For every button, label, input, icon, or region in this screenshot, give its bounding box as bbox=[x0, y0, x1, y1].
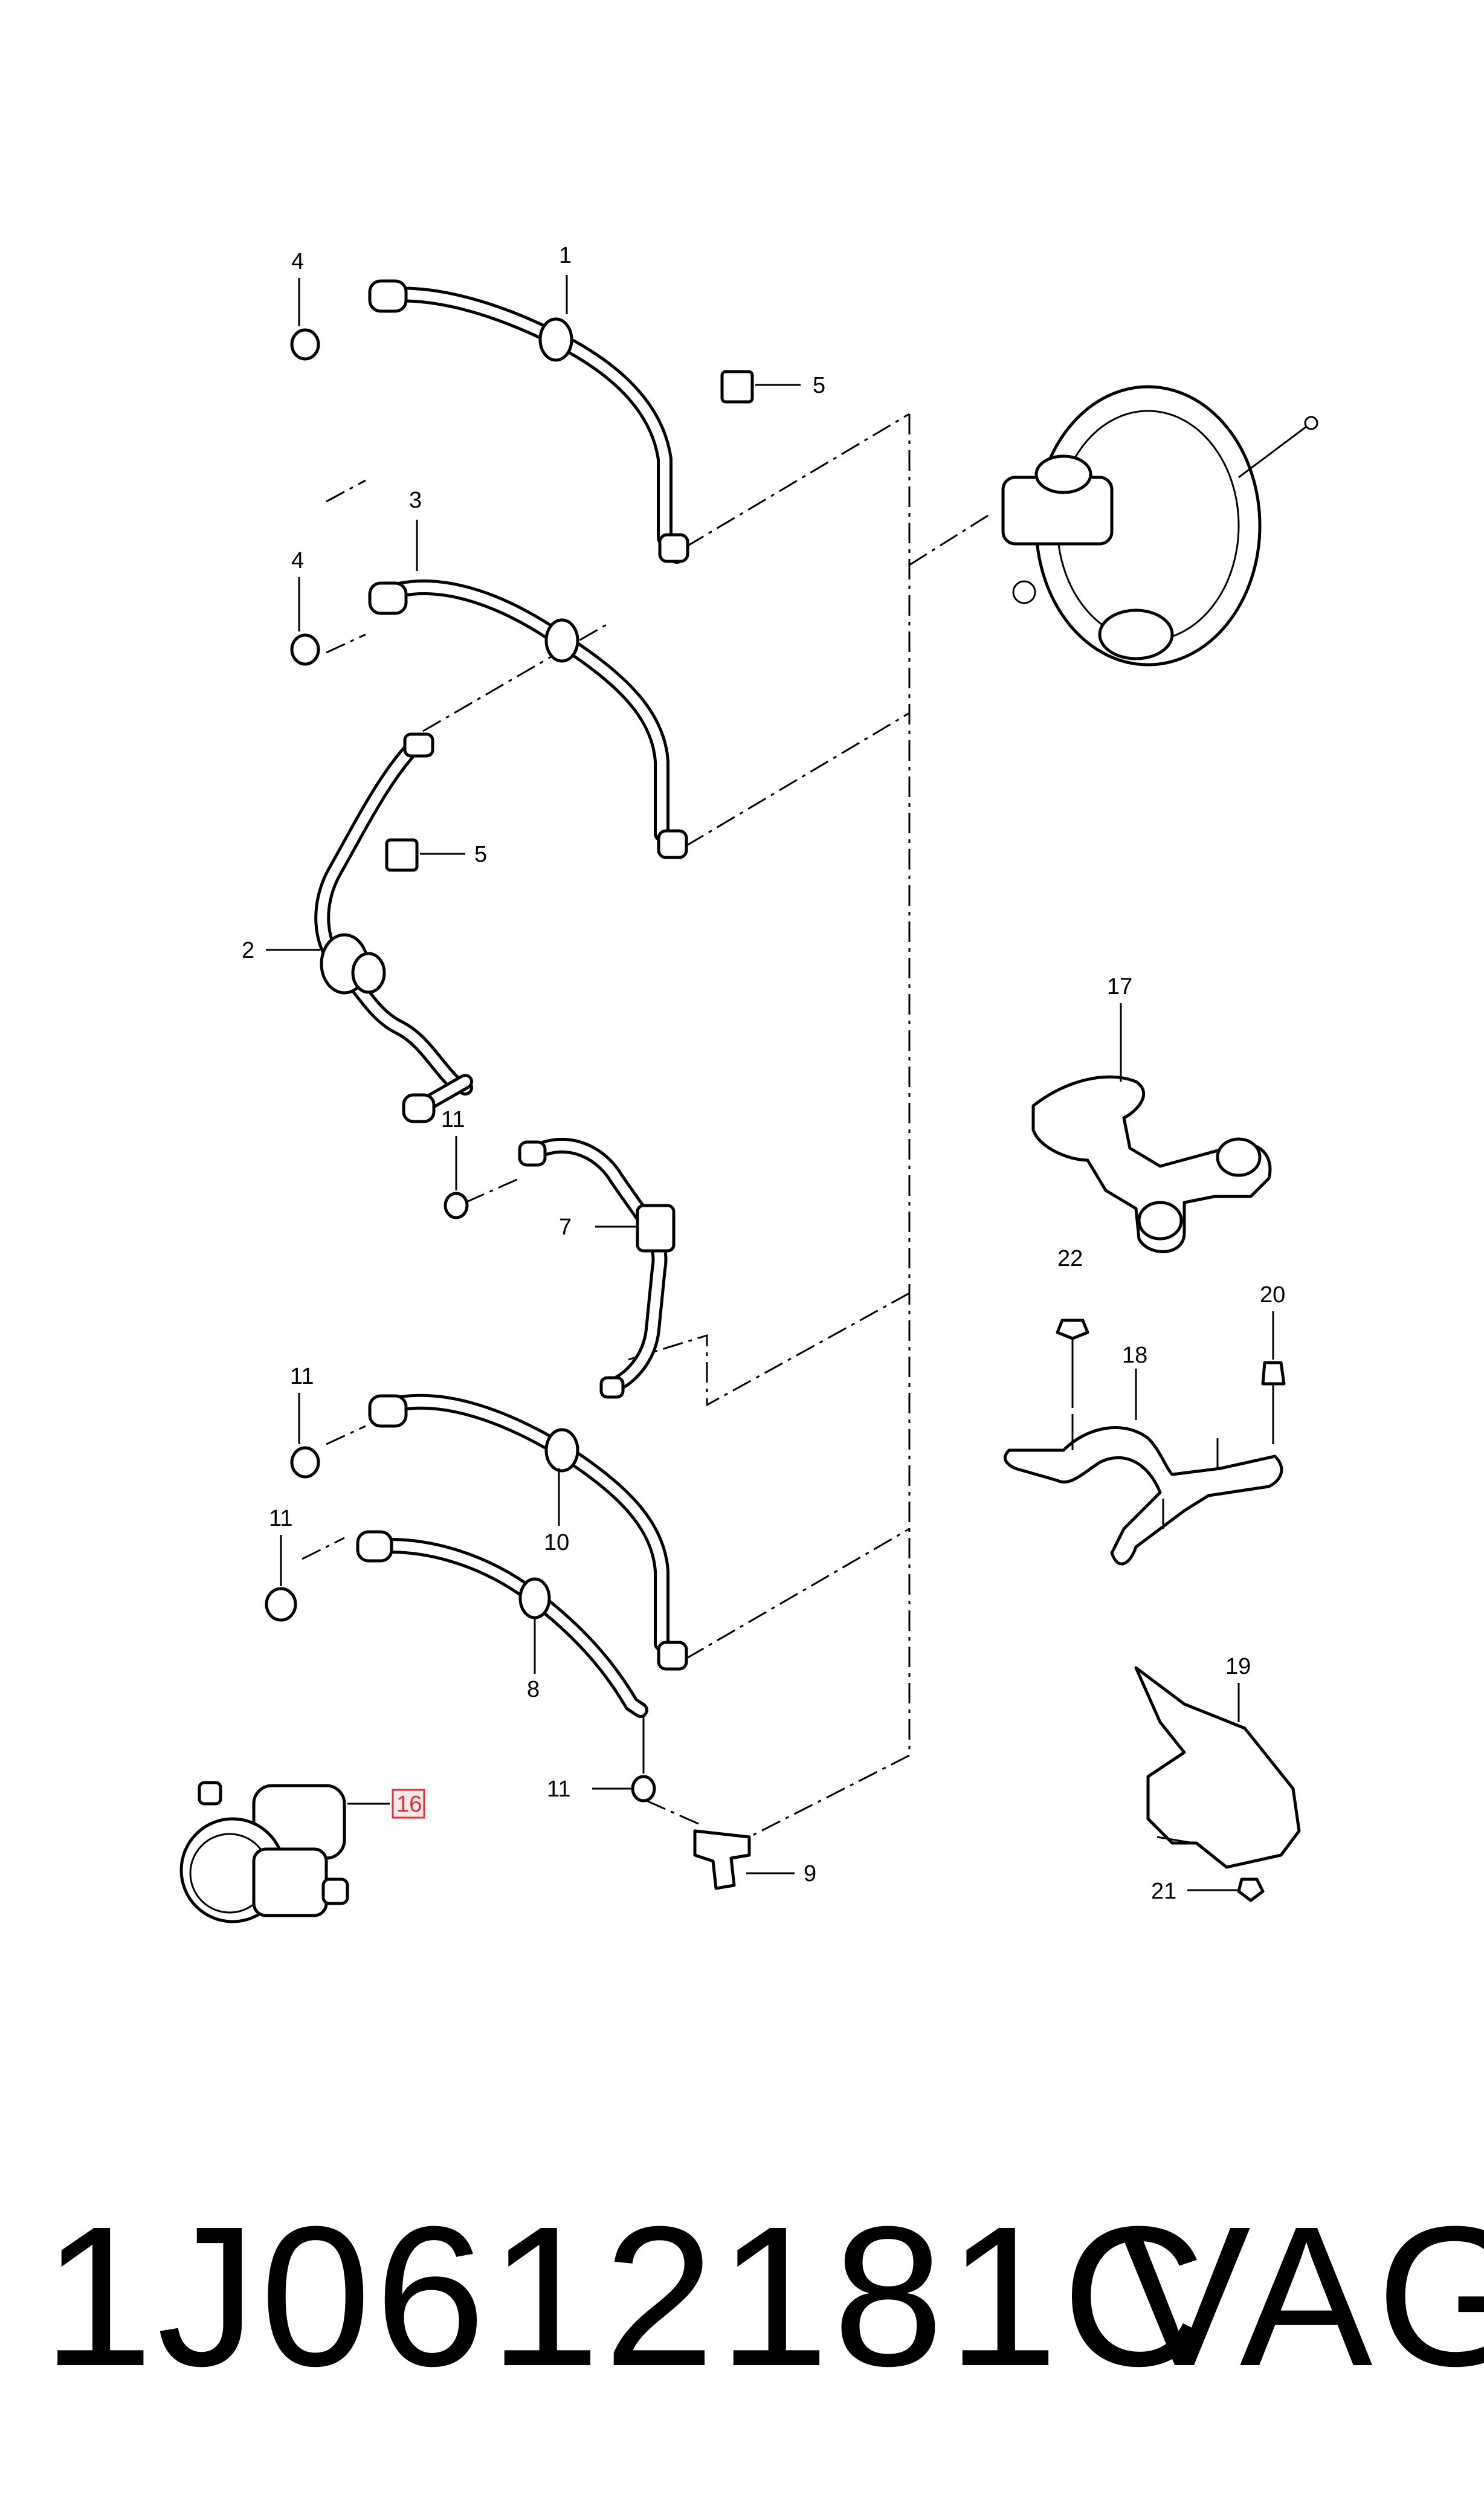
hose-part-2 bbox=[314, 732, 473, 1123]
callout-11: 11 bbox=[441, 1107, 465, 1132]
callout-20: 20 bbox=[1260, 1282, 1285, 1308]
callout-1: 1 bbox=[559, 243, 572, 268]
callout-4: 4 bbox=[291, 249, 304, 274]
callout-11: 11 bbox=[547, 1777, 570, 1802]
callout-16-highlight: 16 bbox=[392, 1789, 425, 1819]
hose-part-1 bbox=[368, 279, 689, 564]
callout-19: 19 bbox=[1225, 1654, 1251, 1679]
bracket-part-17 bbox=[1031, 1075, 1272, 1253]
callout-21: 21 bbox=[1151, 1879, 1176, 1904]
callout-11: 11 bbox=[269, 1506, 292, 1531]
callout-4: 4 bbox=[291, 548, 304, 573]
callout-5: 5 bbox=[474, 842, 487, 867]
holders-5 bbox=[385, 370, 754, 872]
brake-booster bbox=[1001, 385, 1318, 667]
callout-16: 16 bbox=[396, 1792, 422, 1817]
callout-8: 8 bbox=[527, 1677, 540, 1702]
callout-2: 2 bbox=[242, 938, 254, 963]
bolts-20-22 bbox=[1056, 1319, 1286, 1444]
callout-17: 17 bbox=[1107, 974, 1132, 999]
hose-part-7 bbox=[518, 1138, 676, 1399]
callout-7: 7 bbox=[559, 1215, 572, 1240]
bracket-part-18 bbox=[1004, 1335, 1283, 1566]
callout-5: 5 bbox=[813, 373, 825, 398]
heat-shield-part-19 bbox=[1134, 1666, 1301, 1902]
clips bbox=[265, 328, 656, 1803]
callout-9: 9 bbox=[804, 1861, 816, 1887]
callout-3: 3 bbox=[409, 488, 422, 513]
brand-name: VAG bbox=[1118, 2184, 1484, 2407]
callout-22: 22 bbox=[1057, 1246, 1083, 1271]
callout-labels: 1 4 5 3 4 5 2 11 7 11 10 11 8 11 9 17 22… bbox=[242, 243, 1285, 1904]
connection-lines bbox=[302, 413, 992, 1838]
hose-part-3 bbox=[368, 579, 688, 859]
callout-10: 10 bbox=[544, 1530, 569, 1555]
callout-18: 18 bbox=[1122, 1343, 1147, 1368]
t-piece-part-9 bbox=[693, 1829, 751, 1890]
leader-lines bbox=[266, 275, 1274, 1891]
callout-11: 11 bbox=[290, 1364, 314, 1389]
pump-part-16 bbox=[179, 1781, 349, 1923]
hose-part-10 bbox=[368, 1393, 688, 1671]
hose-part-8 bbox=[356, 1530, 648, 1718]
part-number: 1J0612181C bbox=[42, 2184, 1210, 2407]
